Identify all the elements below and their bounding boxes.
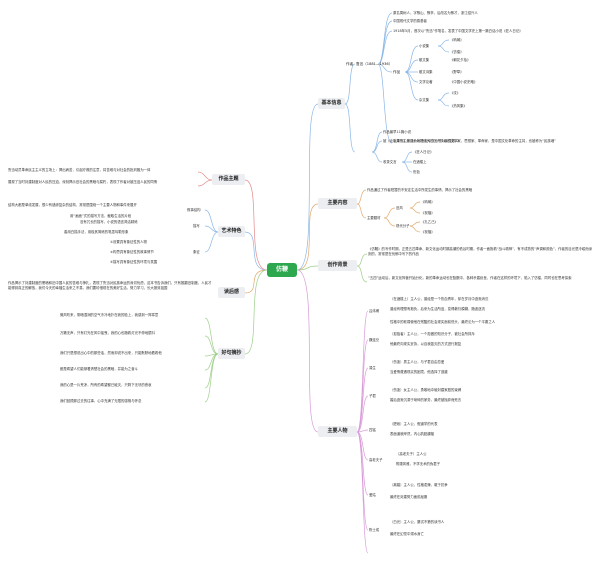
char-c7: 爱姑 — [369, 493, 376, 497]
char-c3: 涓生 — [369, 366, 376, 370]
theme-t2: 展现了当时封建制度对人民的压迫，深刻揭示旧社会的黑暗与腐朽，表现了作者对被压迫人… — [8, 180, 158, 184]
art-d1: 没有冗长的描写，小说的语言简洁精练 — [80, 220, 138, 224]
basic-pub: 作品最早11篇小说 — [383, 130, 412, 134]
char-c8b: 最终在幻觉中溺水身亡 — [390, 532, 424, 536]
char-c2a: （孤独者）主人公，一个孤傲的知识分子，被社会所排斥 — [390, 332, 475, 336]
content-sw-2: 《祝福》 — [421, 211, 435, 215]
link-characters — [296, 269, 319, 433]
char-c1a: （在酒楼上）主人公，曾经是一个热血青年，却在岁月中逐渐消沉 — [390, 297, 489, 301]
branch-background[interactable]: 创作背景 — [318, 260, 357, 271]
char-c1: 吕纬甫 — [369, 309, 380, 313]
basic-lit-1: 《中国小说史略》 — [450, 80, 478, 84]
basic-coll-3: 伤逝 — [413, 170, 420, 174]
basic-luxun: 鲁迅（1881—1936） — [356, 62, 393, 66]
basic-works-label: 作品 — [393, 70, 401, 74]
branch-basic[interactable]: 基本信息 — [318, 98, 345, 109]
char-c4: 子君 — [369, 394, 376, 398]
char-c7a: （离婚）主人公，性格泼辣，敢于抗争 — [390, 483, 448, 487]
sentence-2: 万籁无声，只有灯光在风中摇曳，我的心也随着灯光不停地颤抖 — [60, 331, 155, 335]
sentence-3: 我们只是想说出心中的那些话，然而却说不出来，只能默默地看着他 — [60, 351, 162, 355]
sentence-5: 我的心是一片荒凉，所有的希望都已破灭，只剩下无尽的悲哀 — [60, 383, 152, 387]
char-c6a: （高老夫子）主人公 — [396, 452, 427, 456]
sentence-4: 都是希望人们能够看清楚社会的黑暗，并能为之奋斗 — [60, 367, 138, 371]
theme-t1: 鲁迅动员革命民主主义的立场上：揭出病苦，引起疗救的注意，将苦难与对社会的批判融为… — [8, 168, 151, 172]
char-c5: 四铭 — [369, 428, 376, 432]
char-c4a: （伤逝）女主人公，勇敢地冲破封建家庭的束缚 — [390, 388, 462, 392]
char-c4b: 婚后逐渐沉溺于琐碎的家务，最终被抛弃而死去 — [390, 398, 462, 402]
basic-novel-1: 《呐喊》 — [450, 38, 464, 42]
link-art — [244, 231, 268, 271]
link-sentences — [244, 269, 268, 355]
basic-novel: 小说集 — [419, 44, 430, 48]
basic-author-label: 作者 — [346, 62, 354, 66]
art-a1: 结构大都是单线发展，很少有错综复杂的结构，常常是围绕一个主要人物和事件来展开 — [8, 203, 137, 207]
link-reading — [244, 269, 268, 294]
art-m3: ③描写具有象征性的环境与氛围 — [110, 260, 158, 264]
background-t2: “五四”运动后，新文化阵营开始分化，新的革命运动也在酝酿中，各种矛盾纷呈，作者在… — [368, 276, 572, 280]
basic-b2: 中国现代文学的奠基者 — [393, 19, 427, 23]
branch-theme[interactable]: 作品主题 — [212, 174, 245, 185]
basic-w1: 被《北京周刊》评选为20世纪中文小说100强第12 — [383, 139, 460, 143]
basic-prose: 散文集 — [419, 58, 430, 62]
char-c8a: （白光）主人公，屡试不第的读书人 — [390, 520, 445, 524]
content-structure: 主要题材 — [367, 216, 381, 220]
char-c6b: 附庸风雅，不学无术的伪君子 — [396, 462, 441, 466]
char-c5b: 表面道貌岸然，内心肮脏龌龊 — [390, 432, 435, 436]
root-node[interactable]: 仿鞭 — [267, 263, 297, 277]
basic-essay-2: 《热风集》 — [450, 104, 467, 108]
char-c2b: 他最终向现实妥协，以自我毁灭的方式进行报复 — [390, 342, 462, 346]
sentence-6: 我们回顾那过去的往事，心中充满了无限的感慨与怀念 — [60, 399, 142, 403]
branch-sentences[interactable]: 好句摘抄 — [218, 348, 245, 359]
branch-content[interactable]: 主要内容 — [318, 198, 357, 209]
background-t1: 《仿鞭》的写作时期，正是五四革命、新文化运动时期高潮的低谷时期，作者一面抱着“战… — [368, 247, 593, 256]
content-sn: 现代分子 — [396, 224, 410, 228]
basic-prose-1: 《朝花夕拾》 — [450, 58, 471, 62]
basic-essay: 杂文集 — [419, 98, 430, 102]
art-a2: 用“画面”式的描写方法，截取生活的片段 — [70, 214, 132, 218]
basic-novel-2: 《彷徨》 — [450, 50, 464, 54]
art-method: 象征 — [193, 250, 200, 254]
char-c3a: （伤逝）男主人公，与子君自由恋爱 — [390, 360, 445, 364]
link-basic — [296, 103, 319, 271]
content-t1: 作品通过了作者短暂的不安定生活中所发生的事情，揭示了社会的黑暗 — [367, 188, 473, 192]
sentence-1: 微风吹来，阴暗湿润的空气冷冷地扑在我的脸上，我感到一阵寒意 — [60, 313, 159, 317]
char-c2: 魏连殳 — [369, 338, 380, 342]
branch-art[interactable]: 艺术特色 — [218, 226, 245, 237]
char-c7b: 最终在封建势力面前屈服 — [390, 495, 428, 499]
reading-t1: 作品揭示了封建制度的黑暗和旧中国人民的苦难与挣扎，表现了鲁迅对民族命运的深切忧虑… — [8, 281, 212, 290]
art-desc: 描写 — [193, 224, 200, 228]
content-sw-1: 《呐喊》 — [421, 200, 435, 204]
art-d2: 善用白描手法，用极其简练的笔墨勾勒形象 — [64, 230, 129, 234]
basic-b3: 1918年5月，首次以“鲁迅”作笔名，发表了中国文学史上第一篇白话小说《狂人日记… — [393, 29, 523, 33]
art-structure: 叙事结构 — [187, 208, 201, 212]
basic-coll-1: 《狂人日记》 — [413, 150, 434, 154]
branch-reading[interactable]: 读后感 — [218, 287, 245, 298]
char-c1c: 性格中的软弱使他在残酷的社会现实面前低头，最终沦为一个平庸之人 — [390, 320, 496, 324]
basic-b1: 原名周树人，字豫山、豫亭，后改名为豫才，浙江绍兴人 — [393, 11, 478, 15]
basic-lit: 文学论著 — [419, 80, 433, 84]
link-theme — [244, 179, 268, 271]
art-m2: ②构思具有象征性的故事情节 — [110, 250, 154, 254]
content-sw: 旧风 — [396, 206, 403, 210]
link-background — [296, 265, 319, 271]
basic-poem-1: 《野草》 — [450, 70, 464, 74]
basic-poem: 散文诗集 — [419, 70, 433, 74]
art-m1: ①设置具有象征性的人物 — [110, 240, 147, 244]
basic-b4: 毛泽东主席评价他是伟大的无产阶级的文学家、思想家、革命家，是中国文化革命的主将，… — [393, 139, 556, 143]
basic-coll-2: 在酒楼上 — [413, 160, 427, 164]
branch-characters[interactable]: 主要人物 — [318, 426, 357, 437]
basic-essay-1: 《坟》 — [450, 91, 461, 95]
content-sn-2: 《祝福》 — [421, 230, 435, 234]
char-c3b: 当爱情遭遇现实的困境，他选择了逃避 — [390, 370, 448, 374]
char-c5a: （肥皂）主人公，假道学的代表 — [390, 422, 438, 426]
char-c8: 陈士成 — [369, 528, 380, 532]
basic-coll: 收录文言 — [383, 160, 397, 164]
link-content — [296, 203, 319, 271]
char-c1b: 曾经有理想有抱负，后来为生活所迫，变得敷衍模糊，随波逐流 — [390, 307, 485, 311]
char-c6: 高老夫子 — [369, 458, 383, 462]
content-sn-1: 《孔乙己》 — [421, 220, 438, 224]
